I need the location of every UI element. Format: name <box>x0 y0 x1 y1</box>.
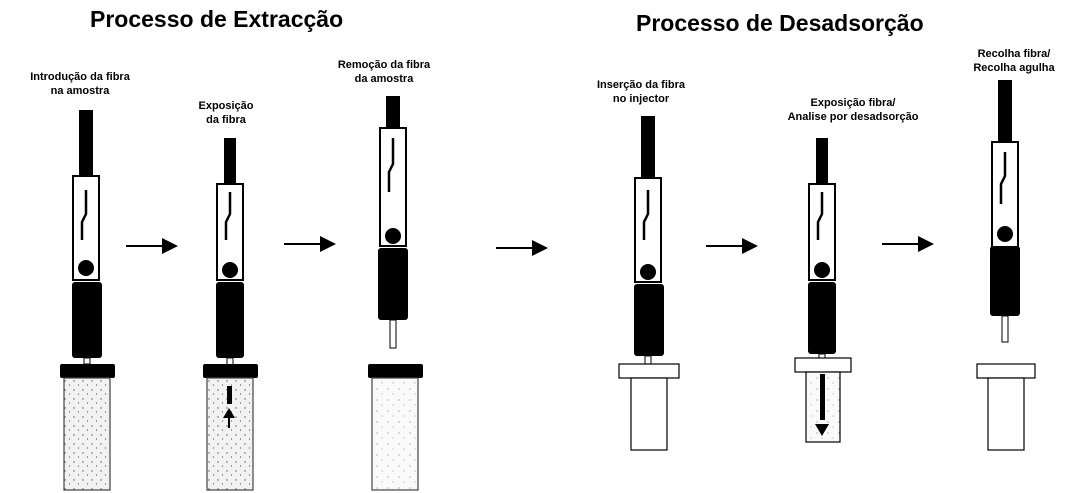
step4-injector-port-icon <box>618 363 680 451</box>
step2-sample-vial-icon <box>203 364 258 491</box>
step-label-fiber-retraction: Recolha fibra/Recolha agulha <box>973 48 1055 74</box>
step1-sample-vial-icon <box>60 364 115 491</box>
step1-syringe-icon <box>72 110 102 365</box>
step5-injector-port-icon <box>794 357 852 443</box>
desorption-title: Processo de Desadsorção <box>636 10 924 36</box>
step4-syringe-icon <box>634 116 664 381</box>
step5-syringe-icon <box>808 138 836 371</box>
step6-syringe-icon <box>990 80 1020 343</box>
step2-syringe-icon <box>216 138 244 367</box>
step3-syringe-icon <box>378 96 408 349</box>
step-label-desorption-analysis: Exposição fibra/Analise por desadsorção <box>787 97 919 123</box>
extraction-title: Processo de Extracção <box>90 6 344 32</box>
step6-injector-port-icon <box>976 363 1036 451</box>
step3-sample-vial-icon <box>368 364 423 491</box>
